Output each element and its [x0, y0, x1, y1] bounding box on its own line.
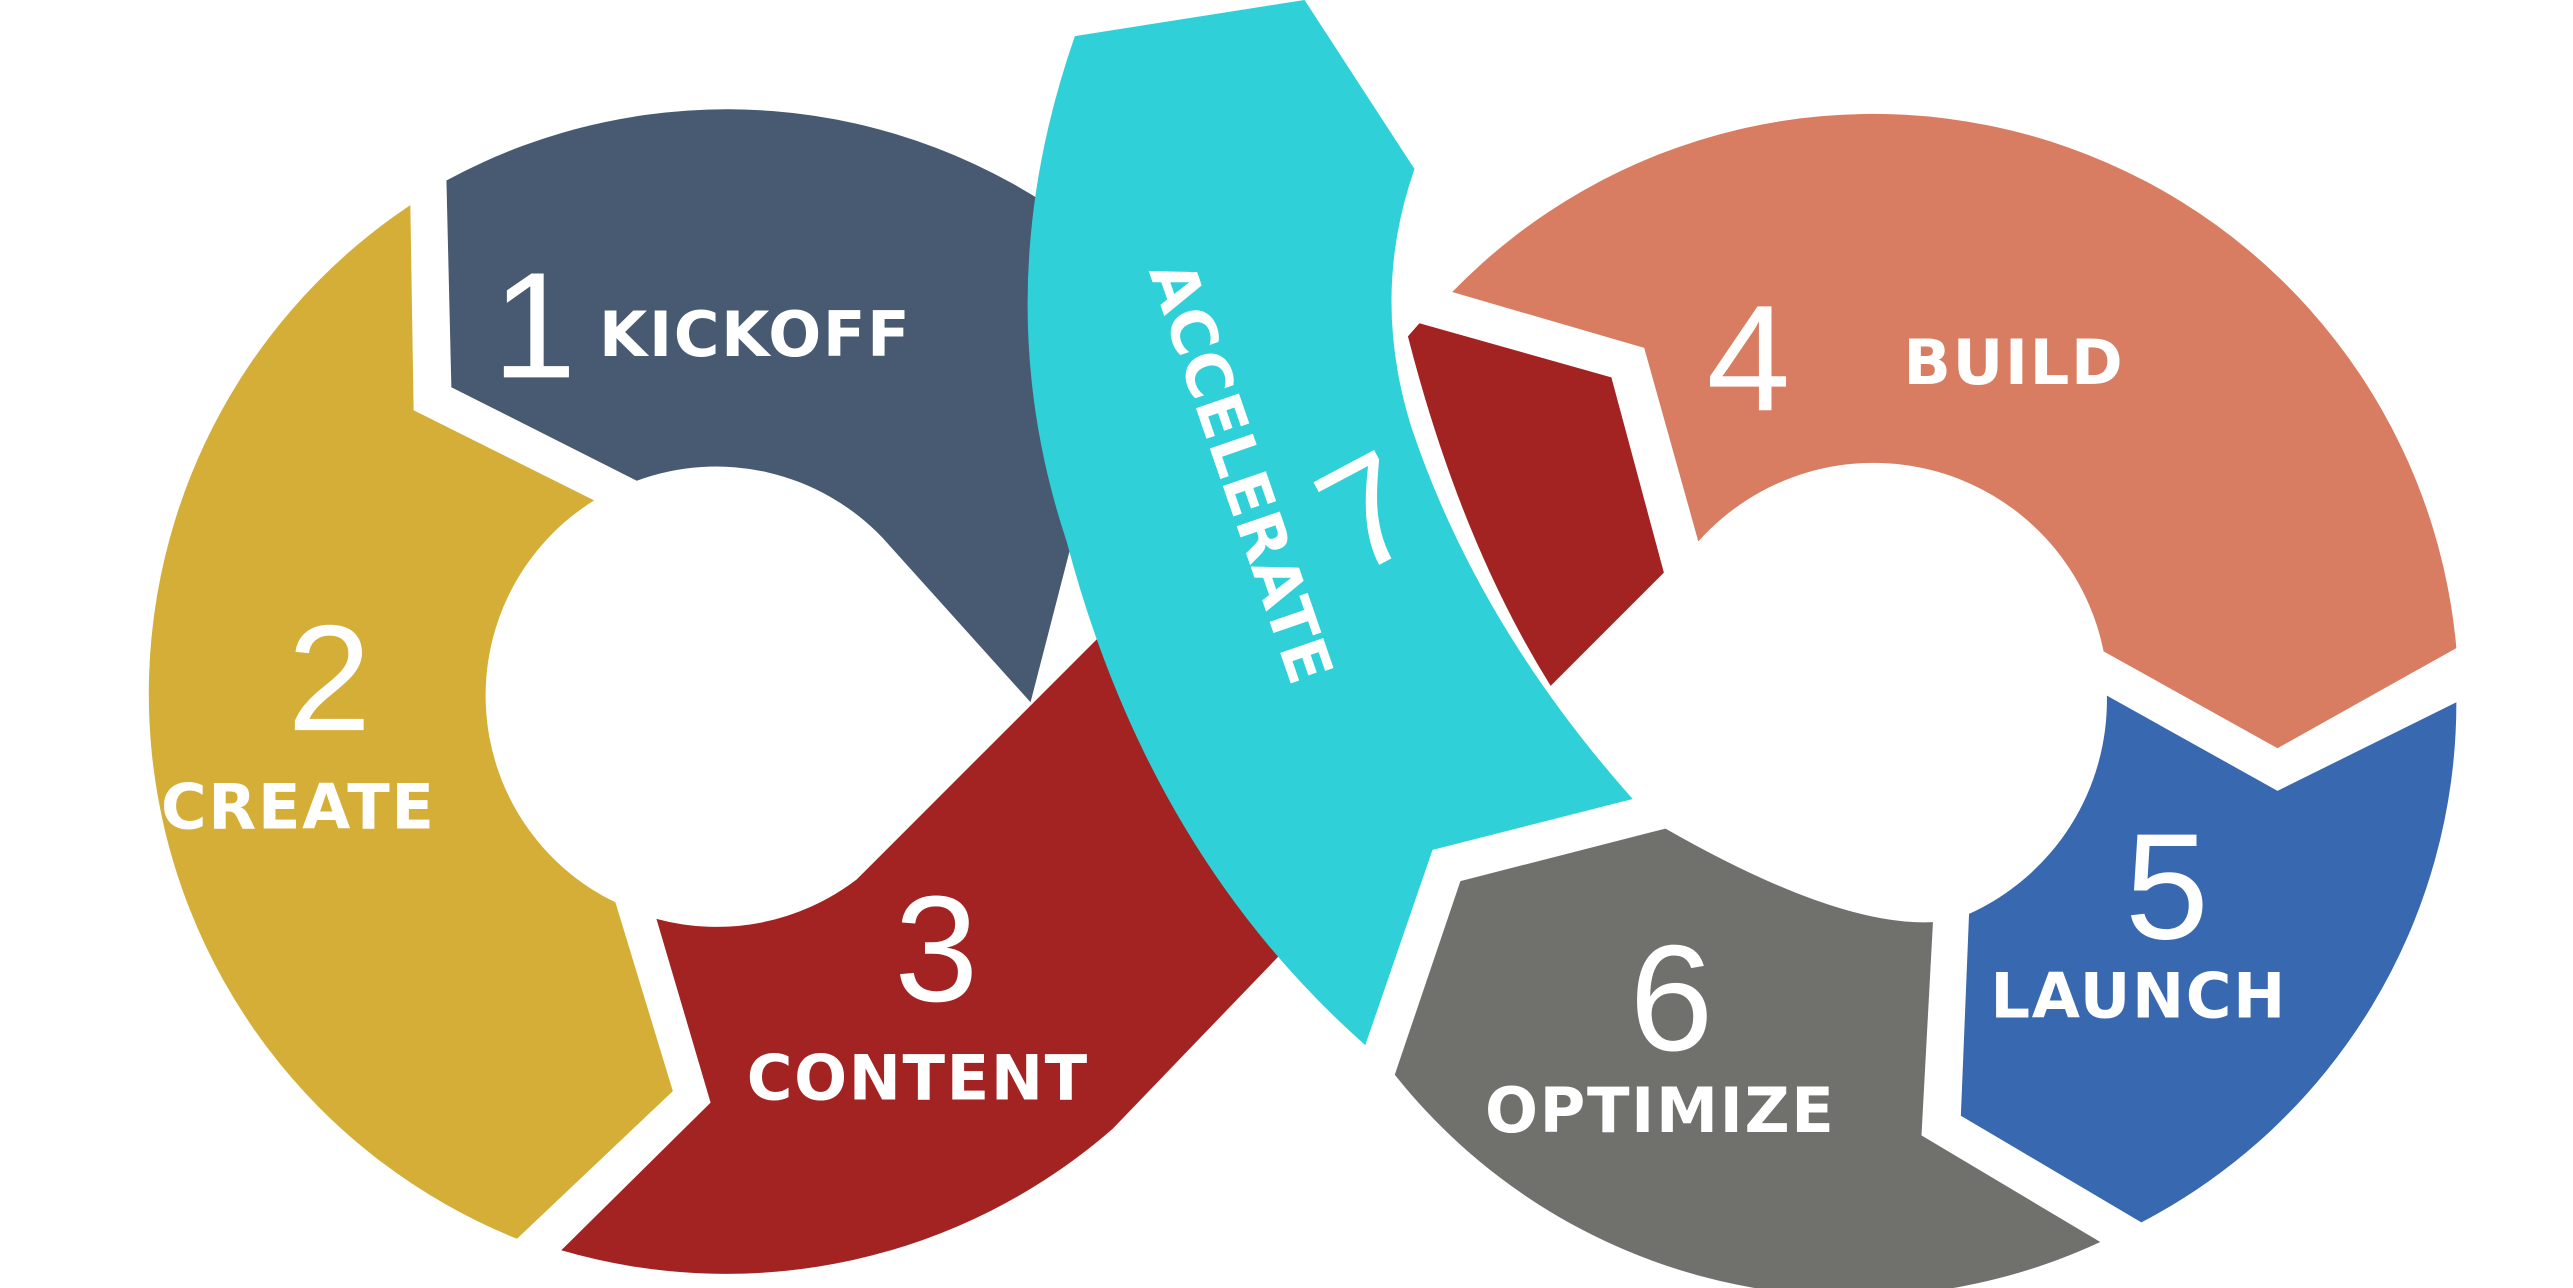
segment-accelerate-back — [1407, 323, 1664, 686]
step-launch: 5 LAUNCH — [1990, 802, 2287, 1033]
step-content: 3 CONTENT — [747, 864, 1089, 1114]
step-number: 1 — [492, 240, 576, 409]
segment-optimize — [1394, 828, 2101, 1288]
segment-create — [148, 205, 673, 1239]
step-label: CREATE — [161, 771, 436, 844]
segment-launch — [1960, 695, 2457, 1223]
step-label: CONTENT — [747, 1041, 1089, 1114]
step-optimize: 6 OPTIMIZE — [1485, 913, 1835, 1147]
step-label: LAUNCH — [1990, 959, 2287, 1032]
step-label: BUILD — [1903, 326, 2124, 399]
step-kickoff: 1 KICKOFF — [492, 240, 911, 409]
step-number: 3 — [894, 864, 978, 1033]
segment-build — [1452, 113, 2457, 749]
segment-accelerate — [1027, 0, 1633, 1046]
step-number: 4 — [1707, 273, 1791, 442]
step-label: OPTIMIZE — [1485, 1074, 1835, 1147]
step-number: 5 — [2125, 802, 2209, 971]
step-label: KICKOFF — [599, 298, 911, 371]
segment-kickoff — [446, 109, 1084, 703]
step-build: 4 BUILD — [1707, 273, 2124, 442]
step-create: 2 CREATE — [161, 593, 436, 844]
step-number: 6 — [1629, 913, 1713, 1082]
step-number: 2 — [287, 593, 371, 762]
segment-content — [561, 636, 1280, 1274]
